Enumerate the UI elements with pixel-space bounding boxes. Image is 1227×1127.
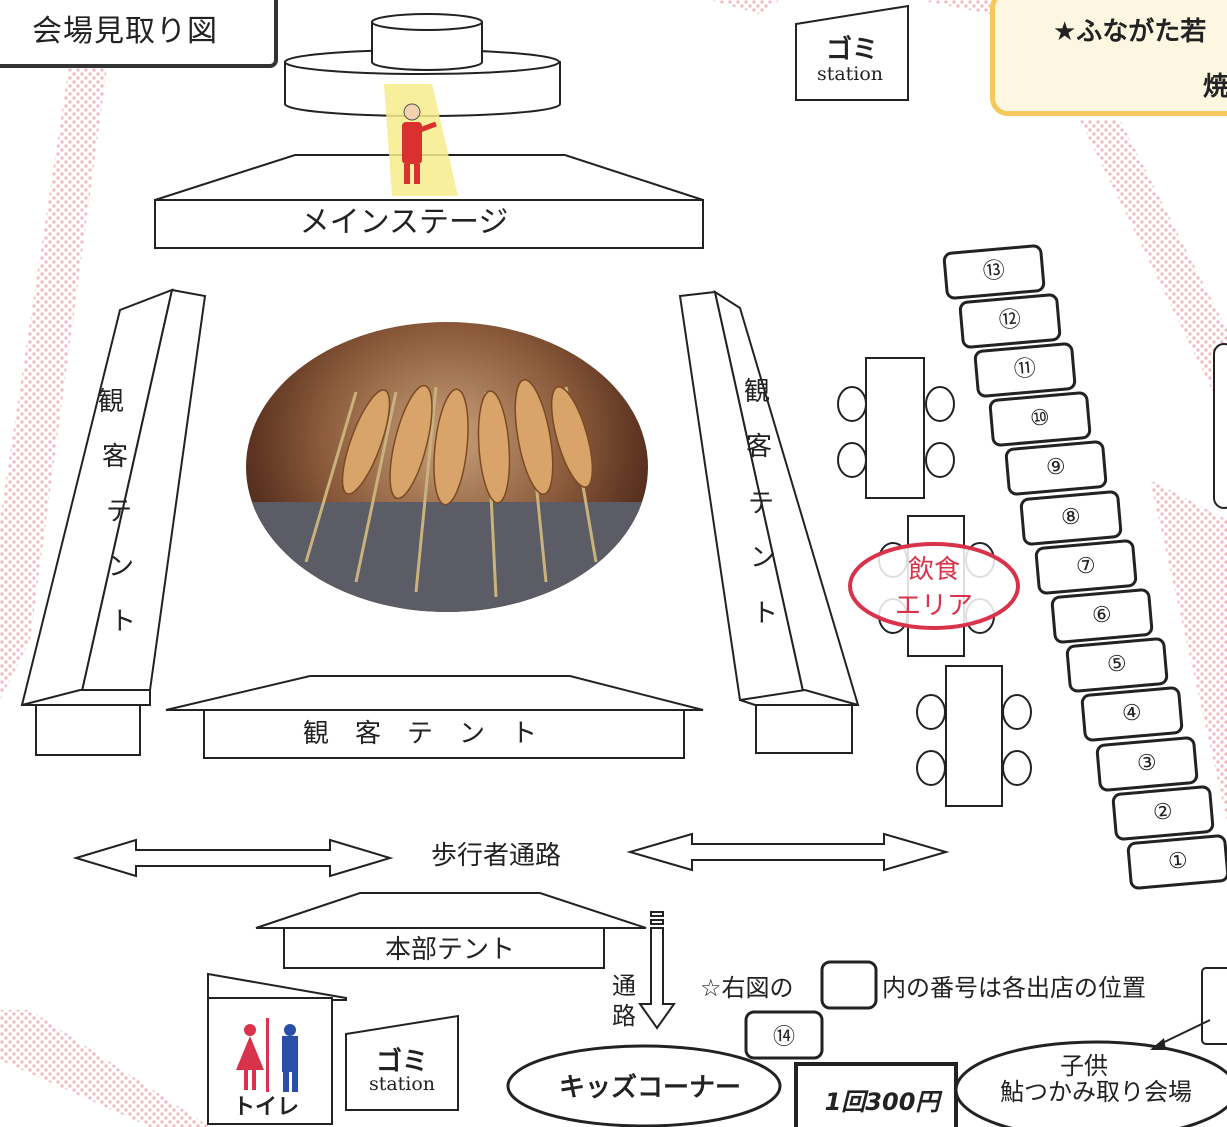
gomi-station-bottom: [345, 1014, 459, 1111]
passage-label-1: 通: [612, 972, 636, 1000]
stall-7: ⑦: [1034, 538, 1139, 596]
notice-line-1: ★ふながた若: [1053, 17, 1207, 47]
passage-label-2: 路: [612, 1002, 636, 1030]
map-title: 会場見取り図: [0, 0, 278, 68]
toilet-icon: [236, 1018, 298, 1092]
svg-text:テ: テ: [748, 489, 774, 519]
kids-corner-label: キッズコーナー: [559, 1072, 741, 1103]
stall-14: [744, 1010, 824, 1060]
hq-tent: [255, 892, 647, 969]
price-label: 1回300円: [825, 1088, 944, 1116]
audience-tent-left: [20, 288, 207, 756]
food-area-marker: [848, 542, 1020, 630]
stall-8: ⑧: [1018, 489, 1123, 546]
gomi-top-sub: station: [817, 63, 883, 85]
walkway-arrow-right: [626, 832, 950, 872]
passage-arrow: [638, 911, 676, 1030]
stall-12: ⑫: [957, 292, 1062, 350]
stall-11: ⑪: [973, 341, 1077, 399]
note-prefix: ☆右図の: [700, 974, 794, 1002]
stall-2: ②: [1110, 784, 1215, 842]
gomi-bottom-label: ゴミ: [376, 1046, 428, 1077]
hq-tent-label: 本部テント: [385, 935, 515, 965]
svg-text:ト: ト: [110, 607, 136, 637]
stall-1: ①: [1126, 833, 1227, 891]
audience-tent-bottom-label: 観 客 テ ン ト: [303, 719, 537, 749]
stall-10: ⑩: [988, 390, 1093, 448]
svg-text:テ: テ: [106, 497, 132, 527]
pointer-line: [1155, 1019, 1211, 1047]
svg-text:客: 客: [102, 442, 128, 472]
ayu-label-2: 鮎つかみ取り会場: [1000, 1078, 1192, 1106]
ayu-label-1: 子供: [1060, 1052, 1108, 1080]
side-box: [1201, 967, 1227, 1045]
svg-text:客: 客: [746, 432, 772, 462]
price-box: [794, 1062, 958, 1127]
audience-tent-bottom: [165, 675, 704, 759]
stall-3: ③: [1095, 735, 1200, 792]
main-stage: [154, 13, 704, 249]
walkway-arrow-left: [72, 838, 394, 878]
gomi-bottom-sub: station: [369, 1073, 435, 1095]
note-suffix: 内の番号は各出店の位置: [882, 974, 1146, 1002]
right-panel-edge: [1213, 343, 1227, 509]
stall-13: ⑬: [942, 243, 1047, 300]
walkway-label: 歩行者通路: [431, 841, 561, 871]
grilled-ayu-image: [246, 379, 648, 612]
gomi-station-top: [795, 4, 909, 101]
stall-5: ⑤: [1064, 636, 1169, 694]
food-area-label-1: 飲食: [908, 555, 960, 585]
svg-text:ン: ン: [750, 543, 776, 573]
audience-tent-left-label: 観客 テント: [98, 387, 136, 637]
svg-text:ト: ト: [752, 599, 778, 629]
ayu-venue: [954, 1040, 1227, 1127]
pointer-arrowhead: [1150, 1038, 1166, 1050]
note-legend-box: [820, 960, 878, 1010]
svg-text:観: 観: [98, 387, 124, 417]
svg-text:観: 観: [744, 377, 770, 407]
kids-corner: [506, 1044, 782, 1127]
stall-14-label: ⑭: [773, 1025, 795, 1050]
gomi-top-label: ゴミ: [826, 34, 878, 65]
svg-text:ン: ン: [108, 552, 134, 582]
event-notice: ★ふながた若 焼: [990, 0, 1227, 116]
stall-9: ⑨: [1003, 440, 1108, 497]
main-stage-label: メインステージ: [300, 205, 509, 240]
stall-4: ④: [1080, 686, 1184, 743]
stall-6: ⑥: [1049, 587, 1154, 645]
toilet-label: トイレ: [233, 1095, 299, 1120]
toilet: [207, 972, 347, 1125]
audience-tent-right-label: 観客 テント: [744, 377, 778, 629]
food-area-label-2: エリア: [895, 591, 973, 621]
performer-spotlight: [384, 84, 458, 196]
notice-line-2: 焼: [1203, 72, 1227, 102]
audience-tent-right: [678, 289, 860, 754]
grilled-ayu-photo: [246, 322, 648, 612]
